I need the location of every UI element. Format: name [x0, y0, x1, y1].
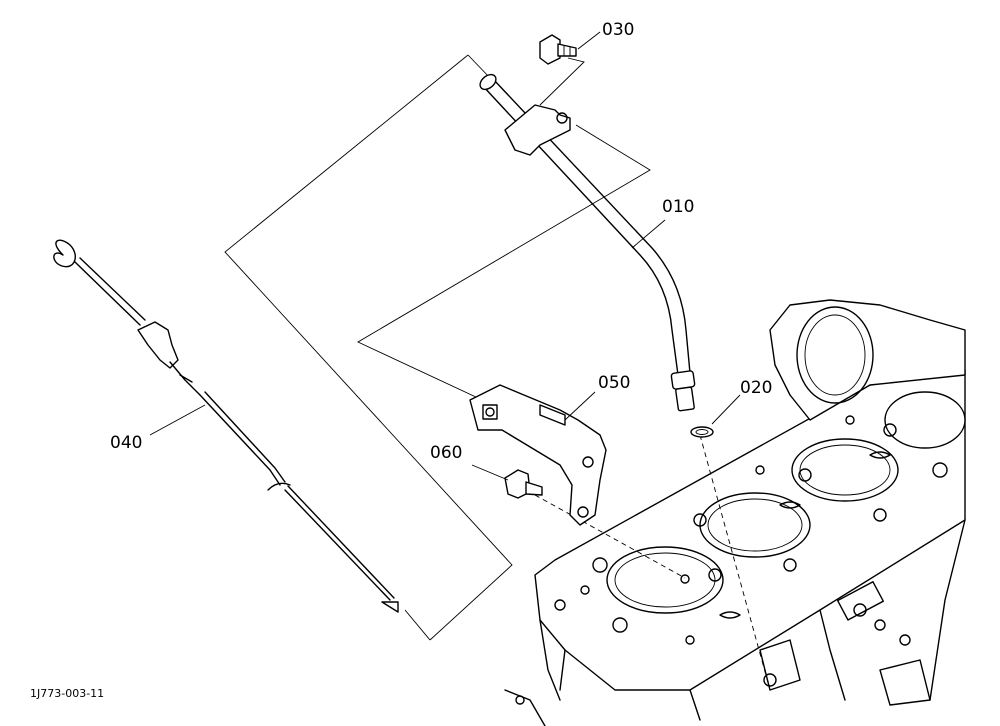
callout-040: 040 [110, 433, 142, 453]
drawing-code: 1J773-003-11 [30, 687, 104, 700]
callout-020: 020 [740, 378, 772, 398]
callout-010: 010 [662, 197, 694, 217]
bolt-060 [504, 469, 543, 499]
bracket-050 [469, 384, 607, 526]
callout-labels: 030 010 050 020 060 040 [110, 20, 772, 463]
callout-050: 050 [598, 373, 630, 393]
reference-lines [224, 54, 771, 691]
block-ports [554, 415, 948, 645]
o-ring [690, 426, 714, 438]
leader-lines [149, 31, 741, 481]
callout-030: 030 [602, 20, 634, 40]
bolt-030 [539, 34, 577, 65]
callout-060: 060 [430, 443, 462, 463]
engine-block [504, 299, 966, 726]
dipstick-guide-tube [479, 73, 696, 412]
dipstick [53, 239, 399, 613]
